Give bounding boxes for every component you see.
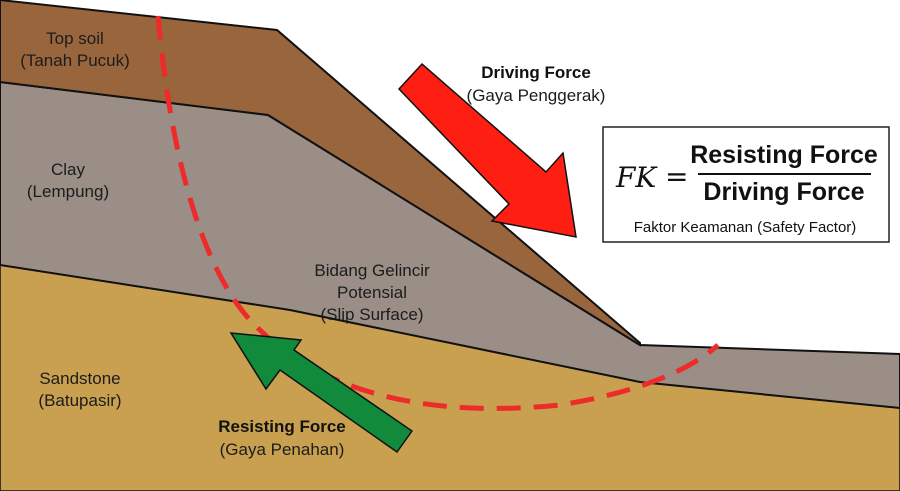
slip-surface-curve — [155, 15, 720, 411]
clay-local-label: (Lempung) — [27, 182, 109, 201]
resisting-force-subtitle: (Gaya Penahan) — [220, 440, 345, 459]
sandstone-name-label: Sandstone — [39, 369, 120, 388]
formula-numerator: Resisting Force — [690, 141, 878, 169]
driving-force-subtitle: (Gaya Penggerak) — [467, 86, 606, 105]
resisting-force-arrow — [229, 332, 414, 454]
slip-surface-label-line1: Bidang Gelincir — [314, 261, 430, 280]
formula-caption: Faktor Keamanan (Safety Factor) — [634, 219, 857, 236]
formula-denominator: Driving Force — [703, 178, 864, 206]
driving-force-arrow — [397, 62, 577, 238]
resisting-force-title: Resisting Force — [218, 417, 346, 436]
formula-equals-sign: = — [665, 160, 688, 193]
safety-factor-formula: FK = Resisting Force Driving Force Fakto… — [602, 126, 890, 243]
slip-surface-label-line3: (Slip Surface) — [321, 305, 424, 324]
clay-name-label: Clay — [51, 160, 86, 179]
topsoil-layer — [0, 0, 641, 347]
slip-surface-label-line2: Potensial — [337, 283, 407, 302]
topsoil-name-label: Top soil — [46, 29, 104, 48]
topsoil-local-label: (Tanah Pucuk) — [20, 51, 130, 70]
driving-force-title: Driving Force — [481, 63, 591, 82]
formula-lhs: FK — [615, 161, 658, 194]
formula-box — [602, 126, 890, 243]
sandstone-local-label: (Batupasir) — [38, 391, 121, 410]
